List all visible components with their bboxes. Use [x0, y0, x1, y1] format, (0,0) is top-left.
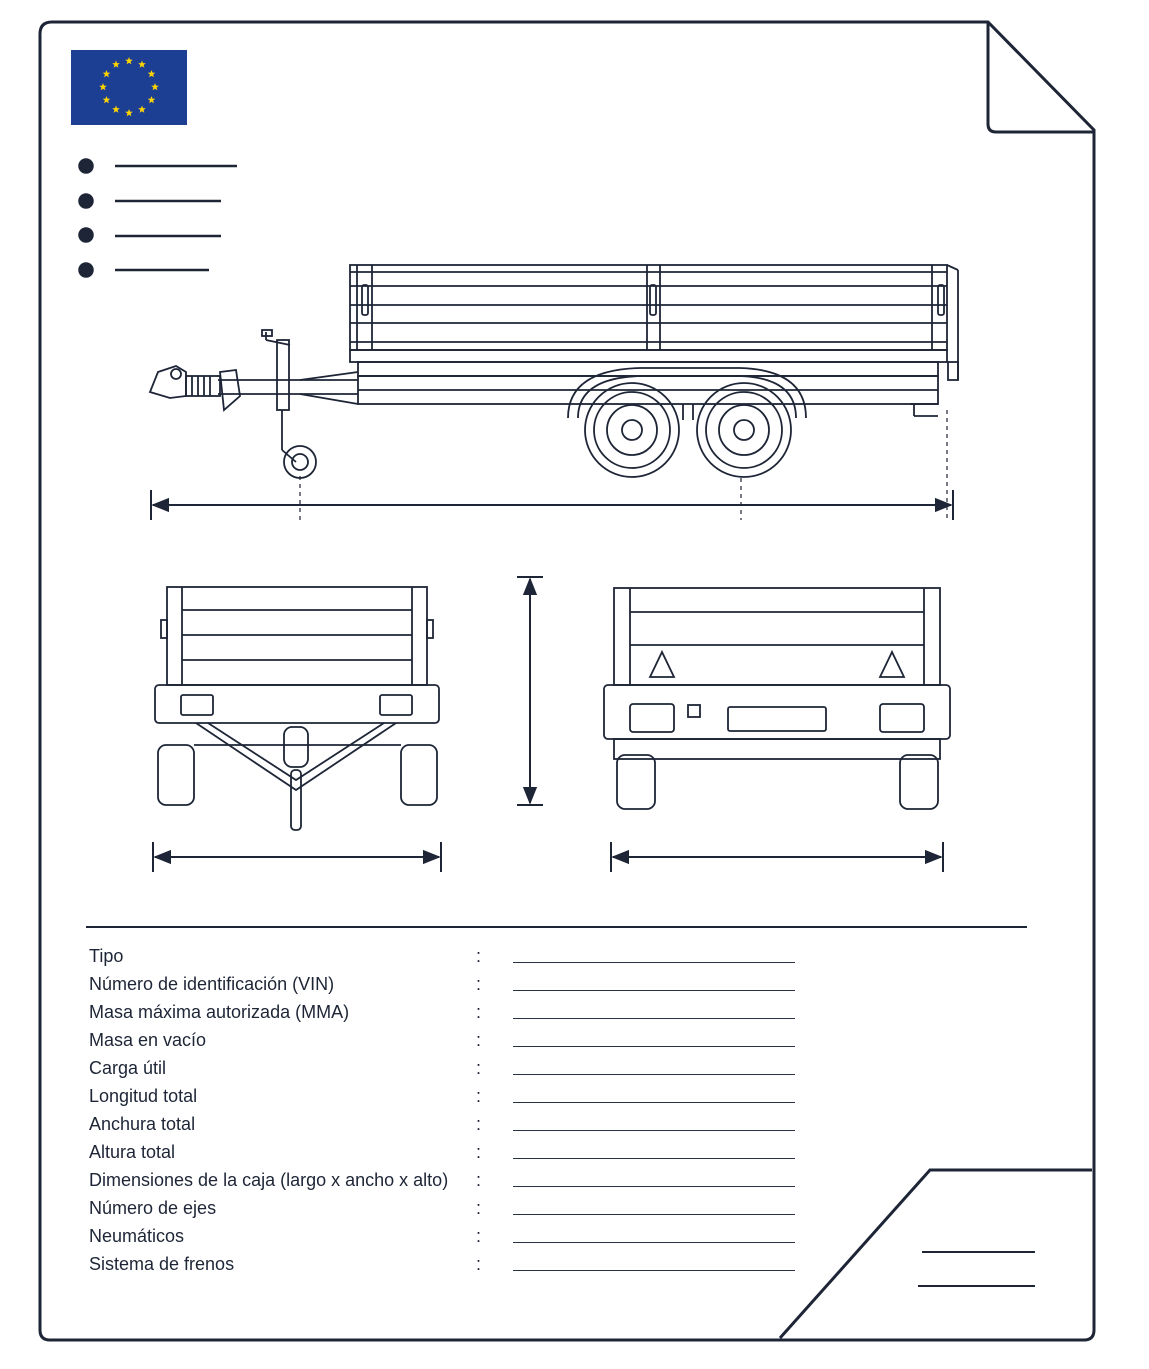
spec-label: Tipo — [89, 946, 124, 966]
spec-separator: : — [476, 1030, 482, 1050]
eu-star-icon — [112, 60, 120, 68]
spec-value-field[interactable] — [513, 1158, 795, 1159]
front-width-dimension — [152, 842, 442, 872]
page-border — [38, 20, 1096, 1342]
eu-star-icon — [112, 105, 120, 113]
spec-separator: : — [476, 1142, 482, 1162]
spec-value-field[interactable] — [513, 1186, 795, 1187]
spec-value-field[interactable] — [513, 1074, 795, 1075]
spec-label: Carga útil — [89, 1058, 167, 1078]
eu-flag-icon — [71, 50, 187, 125]
spec-separator: : — [476, 1198, 482, 1218]
spec-label: Dimensiones de la caja (largo x ancho x … — [89, 1170, 449, 1190]
spec-separator: : — [476, 1086, 482, 1106]
spec-separator: : — [476, 946, 482, 966]
eu-star-icon — [138, 105, 146, 113]
spec-label: Número de identificación (VIN) — [89, 974, 335, 994]
spec-separator: : — [476, 1226, 482, 1246]
bullet-list — [78, 158, 237, 278]
length-dimension — [150, 410, 954, 520]
bottom-page-fold — [778, 1168, 1092, 1339]
spec-value-field[interactable] — [513, 1242, 795, 1243]
trailer-side-view — [148, 264, 959, 479]
trailer-rear-view — [603, 587, 951, 810]
spec-separator: : — [476, 974, 482, 994]
spec-value-field[interactable] — [513, 1214, 795, 1215]
spec-value-field[interactable] — [513, 1130, 795, 1131]
height-dimension — [517, 576, 543, 806]
spec-value-field[interactable] — [513, 1102, 795, 1103]
spec-label: Masa máxima autorizada (MMA) — [89, 1002, 350, 1022]
spec-separator: : — [476, 1254, 482, 1274]
eu-star-icon — [102, 96, 111, 104]
spec-label: Neumáticos — [89, 1226, 185, 1246]
spec-value-field[interactable] — [513, 990, 795, 991]
eu-star-icon — [102, 70, 111, 78]
spec-value-field[interactable] — [513, 1270, 795, 1271]
eu-star-icon — [99, 83, 107, 91]
spec-separator: : — [476, 1002, 482, 1022]
spec-label: Número de ejes — [89, 1198, 217, 1218]
rear-width-dimension — [610, 842, 944, 872]
spec-separator: : — [476, 1170, 482, 1190]
spec-label: Altura total — [89, 1142, 176, 1162]
spec-value-field[interactable] — [513, 1018, 795, 1019]
eu-star-icon — [147, 70, 156, 78]
spec-separator: : — [476, 1058, 482, 1078]
spec-value-field[interactable] — [513, 962, 795, 963]
spec-value-field[interactable] — [513, 1046, 795, 1047]
eu-star-icon — [125, 57, 133, 65]
spec-separator: : — [476, 1114, 482, 1134]
eu-star-icon — [151, 83, 159, 91]
spec-label: Longitud total — [89, 1086, 198, 1106]
eu-star-icon — [147, 96, 156, 104]
trailer-front-view — [154, 586, 440, 831]
top-page-fold — [986, 22, 1094, 134]
eu-star-icon — [138, 60, 146, 68]
spec-label: Masa en vacío — [89, 1030, 207, 1050]
eu-star-icon — [125, 109, 133, 117]
spec-label: Sistema de frenos — [89, 1254, 235, 1274]
spec-label: Anchura total — [89, 1114, 196, 1134]
